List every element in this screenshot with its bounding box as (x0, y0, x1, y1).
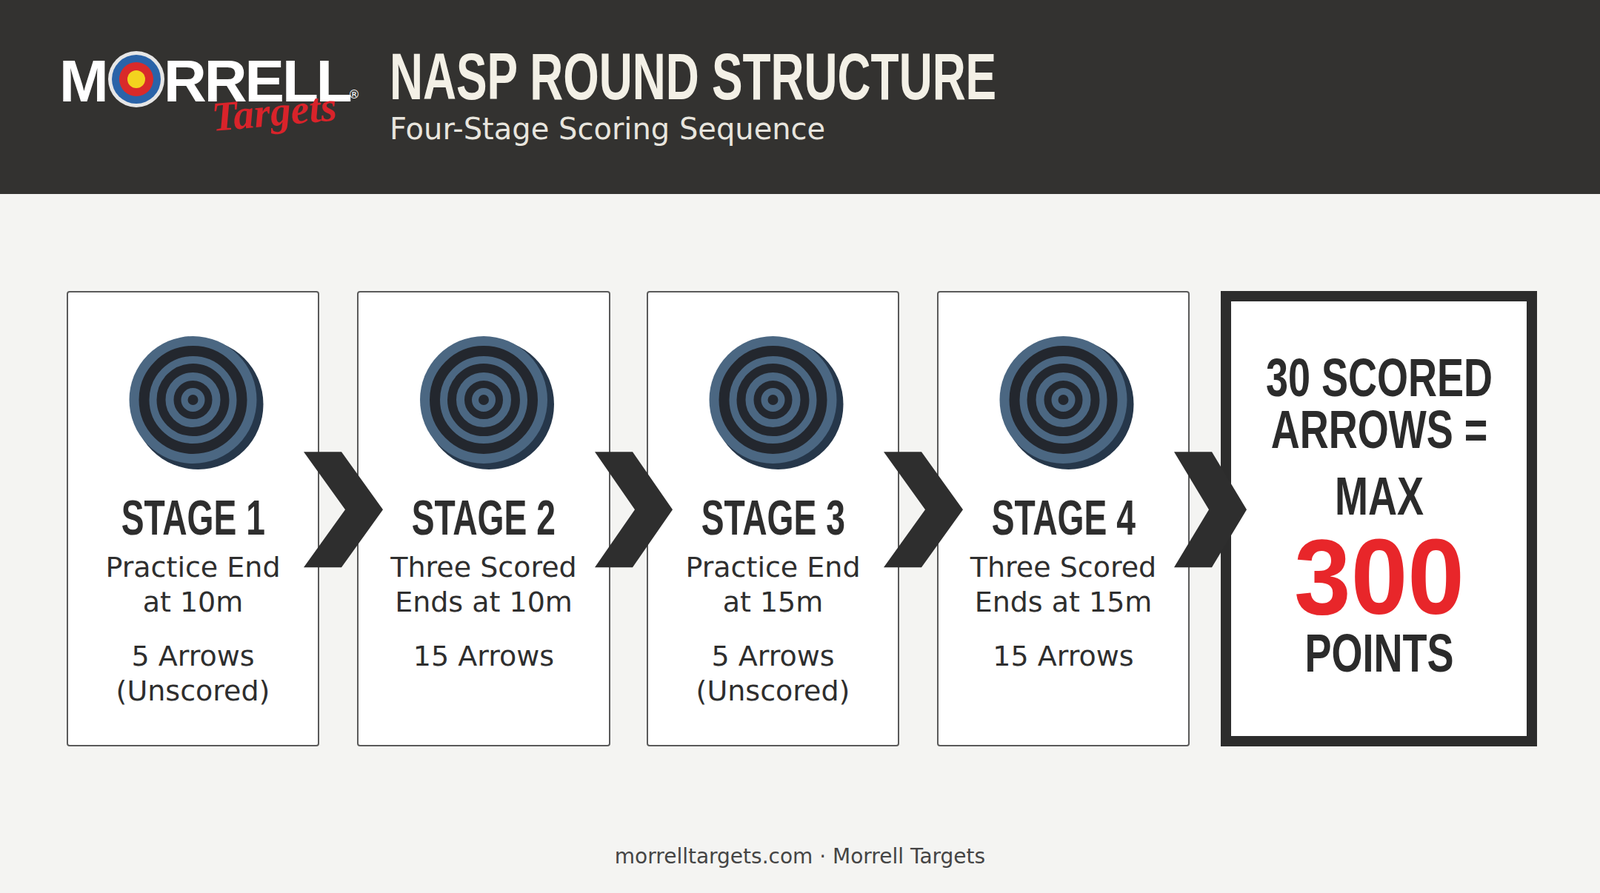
target-icon (648, 292, 898, 486)
stage-box: STAGE 2 Three Scored Ends at 10m 15 Arrows (357, 291, 611, 747)
arrow-count: 5 Arrows (Unscored) (672, 639, 875, 709)
stage-title: STAGE 4 (991, 491, 1135, 544)
chevron-arrow (1174, 451, 1247, 568)
stage-description: Three Scored Ends at 15m (962, 550, 1165, 620)
target-icon (68, 292, 318, 486)
logo-text: M (59, 51, 109, 112)
total-heading: 30 SCORED ARROWS = (1257, 351, 1502, 456)
arrow-count: 15 Arrows (382, 639, 585, 675)
stage-description: Practice End at 15m (672, 550, 875, 620)
stage-box: STAGE 3 Practice End at 15m 5 Arrows (Unsc… (646, 291, 900, 747)
chevron-arrow (883, 451, 963, 568)
stage-title: STAGE 2 (411, 491, 556, 544)
max-score: 300 (1224, 525, 1535, 629)
stage-description: Three Scored Ends at 10m (382, 550, 585, 620)
logo-script: Targets (210, 85, 339, 138)
stage-box: STAGE 1 Practice End at 10m 5 Arrows (Unsc… (66, 291, 320, 747)
stage-box: STAGE 4 Three Scored Ends at 15m 15 Arrows (937, 291, 1190, 747)
chevron-arrow (303, 451, 383, 568)
total-box: 30 SCORED ARROWS = MAX300POINTS (1220, 291, 1538, 747)
arrow-count: 5 Arrows (Unscored) (92, 639, 295, 709)
stage-title: STAGE 3 (700, 491, 845, 544)
registered-mark: ® (348, 88, 360, 101)
arrow-count: 15 Arrows (962, 639, 1165, 675)
footer-credit: morrelltargets.com · Morrell Targets (0, 843, 1600, 871)
total-unit: POINTS (1257, 627, 1502, 680)
target-icon (938, 292, 1189, 486)
page-title: NASP ROUND STRUCTURE (389, 43, 997, 110)
header-band (0, 0, 1600, 195)
stage-title: STAGE 1 (120, 491, 265, 544)
total-heading: MAX (1257, 470, 1502, 523)
logo-target (108, 51, 165, 108)
chevron-arrow (594, 451, 673, 568)
target-icon (358, 292, 609, 486)
subtitle: Four-Stage Scoring Sequence (389, 111, 826, 147)
stage-description: Practice End at 10m (92, 550, 295, 620)
